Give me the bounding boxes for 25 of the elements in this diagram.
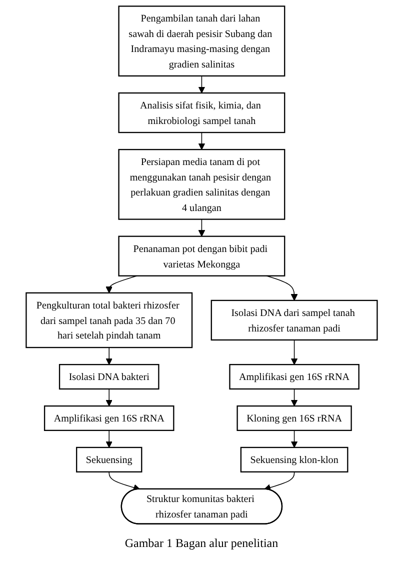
arrow <box>106 275 138 294</box>
node-box: Pengambilan tanah dari lahan sawah di daerah pesisir Subang dan Indramayu masing-masing dengan gradien salinitas <box>118 6 285 77</box>
arrow <box>106 347 112 365</box>
node-box: Isolasi DNA bakteri <box>58 364 160 390</box>
node-box: Analisis sifat fisik, kimia, dan mikrobiologi sampel tanah <box>118 92 285 134</box>
node-box: Amplifikasi gen 16S rRNA <box>228 364 360 390</box>
arrow <box>106 388 112 406</box>
node-box: Amplifikasi gen 16S rRNA <box>44 405 174 431</box>
node-box: Isolasi DNA dari sampel tanah rhizosfer tanaman padi <box>210 300 378 341</box>
arrow <box>108 471 140 491</box>
figure-caption: Gambar 1 Bagan alur penelitian <box>124 536 280 551</box>
node-box: Persiapan media tanam di pot menggunakan tanah pesisir dengan perlakuan gradien salinitas dengan 4 ulangan <box>118 148 285 220</box>
arrow <box>106 430 112 448</box>
arrow <box>290 340 298 365</box>
arrow <box>198 132 205 150</box>
node-box: Kloning gen 16S rRNA <box>236 405 352 431</box>
node-box: Penanaman pot dengan bibit padi varietas Mekongga <box>118 236 285 276</box>
node-box: Sekuensing klon-klon <box>240 446 348 472</box>
node-box: Pengkulturan total bakteri rhizosfer dari sampel tanah pada 35 dan 70 hari setelah pindah tanam <box>25 292 192 348</box>
arrow <box>198 76 205 94</box>
node-box: Sekuensing <box>76 446 142 472</box>
arrow <box>290 388 298 406</box>
arrow <box>264 471 294 491</box>
arrow <box>290 430 298 448</box>
arrow <box>198 218 205 237</box>
